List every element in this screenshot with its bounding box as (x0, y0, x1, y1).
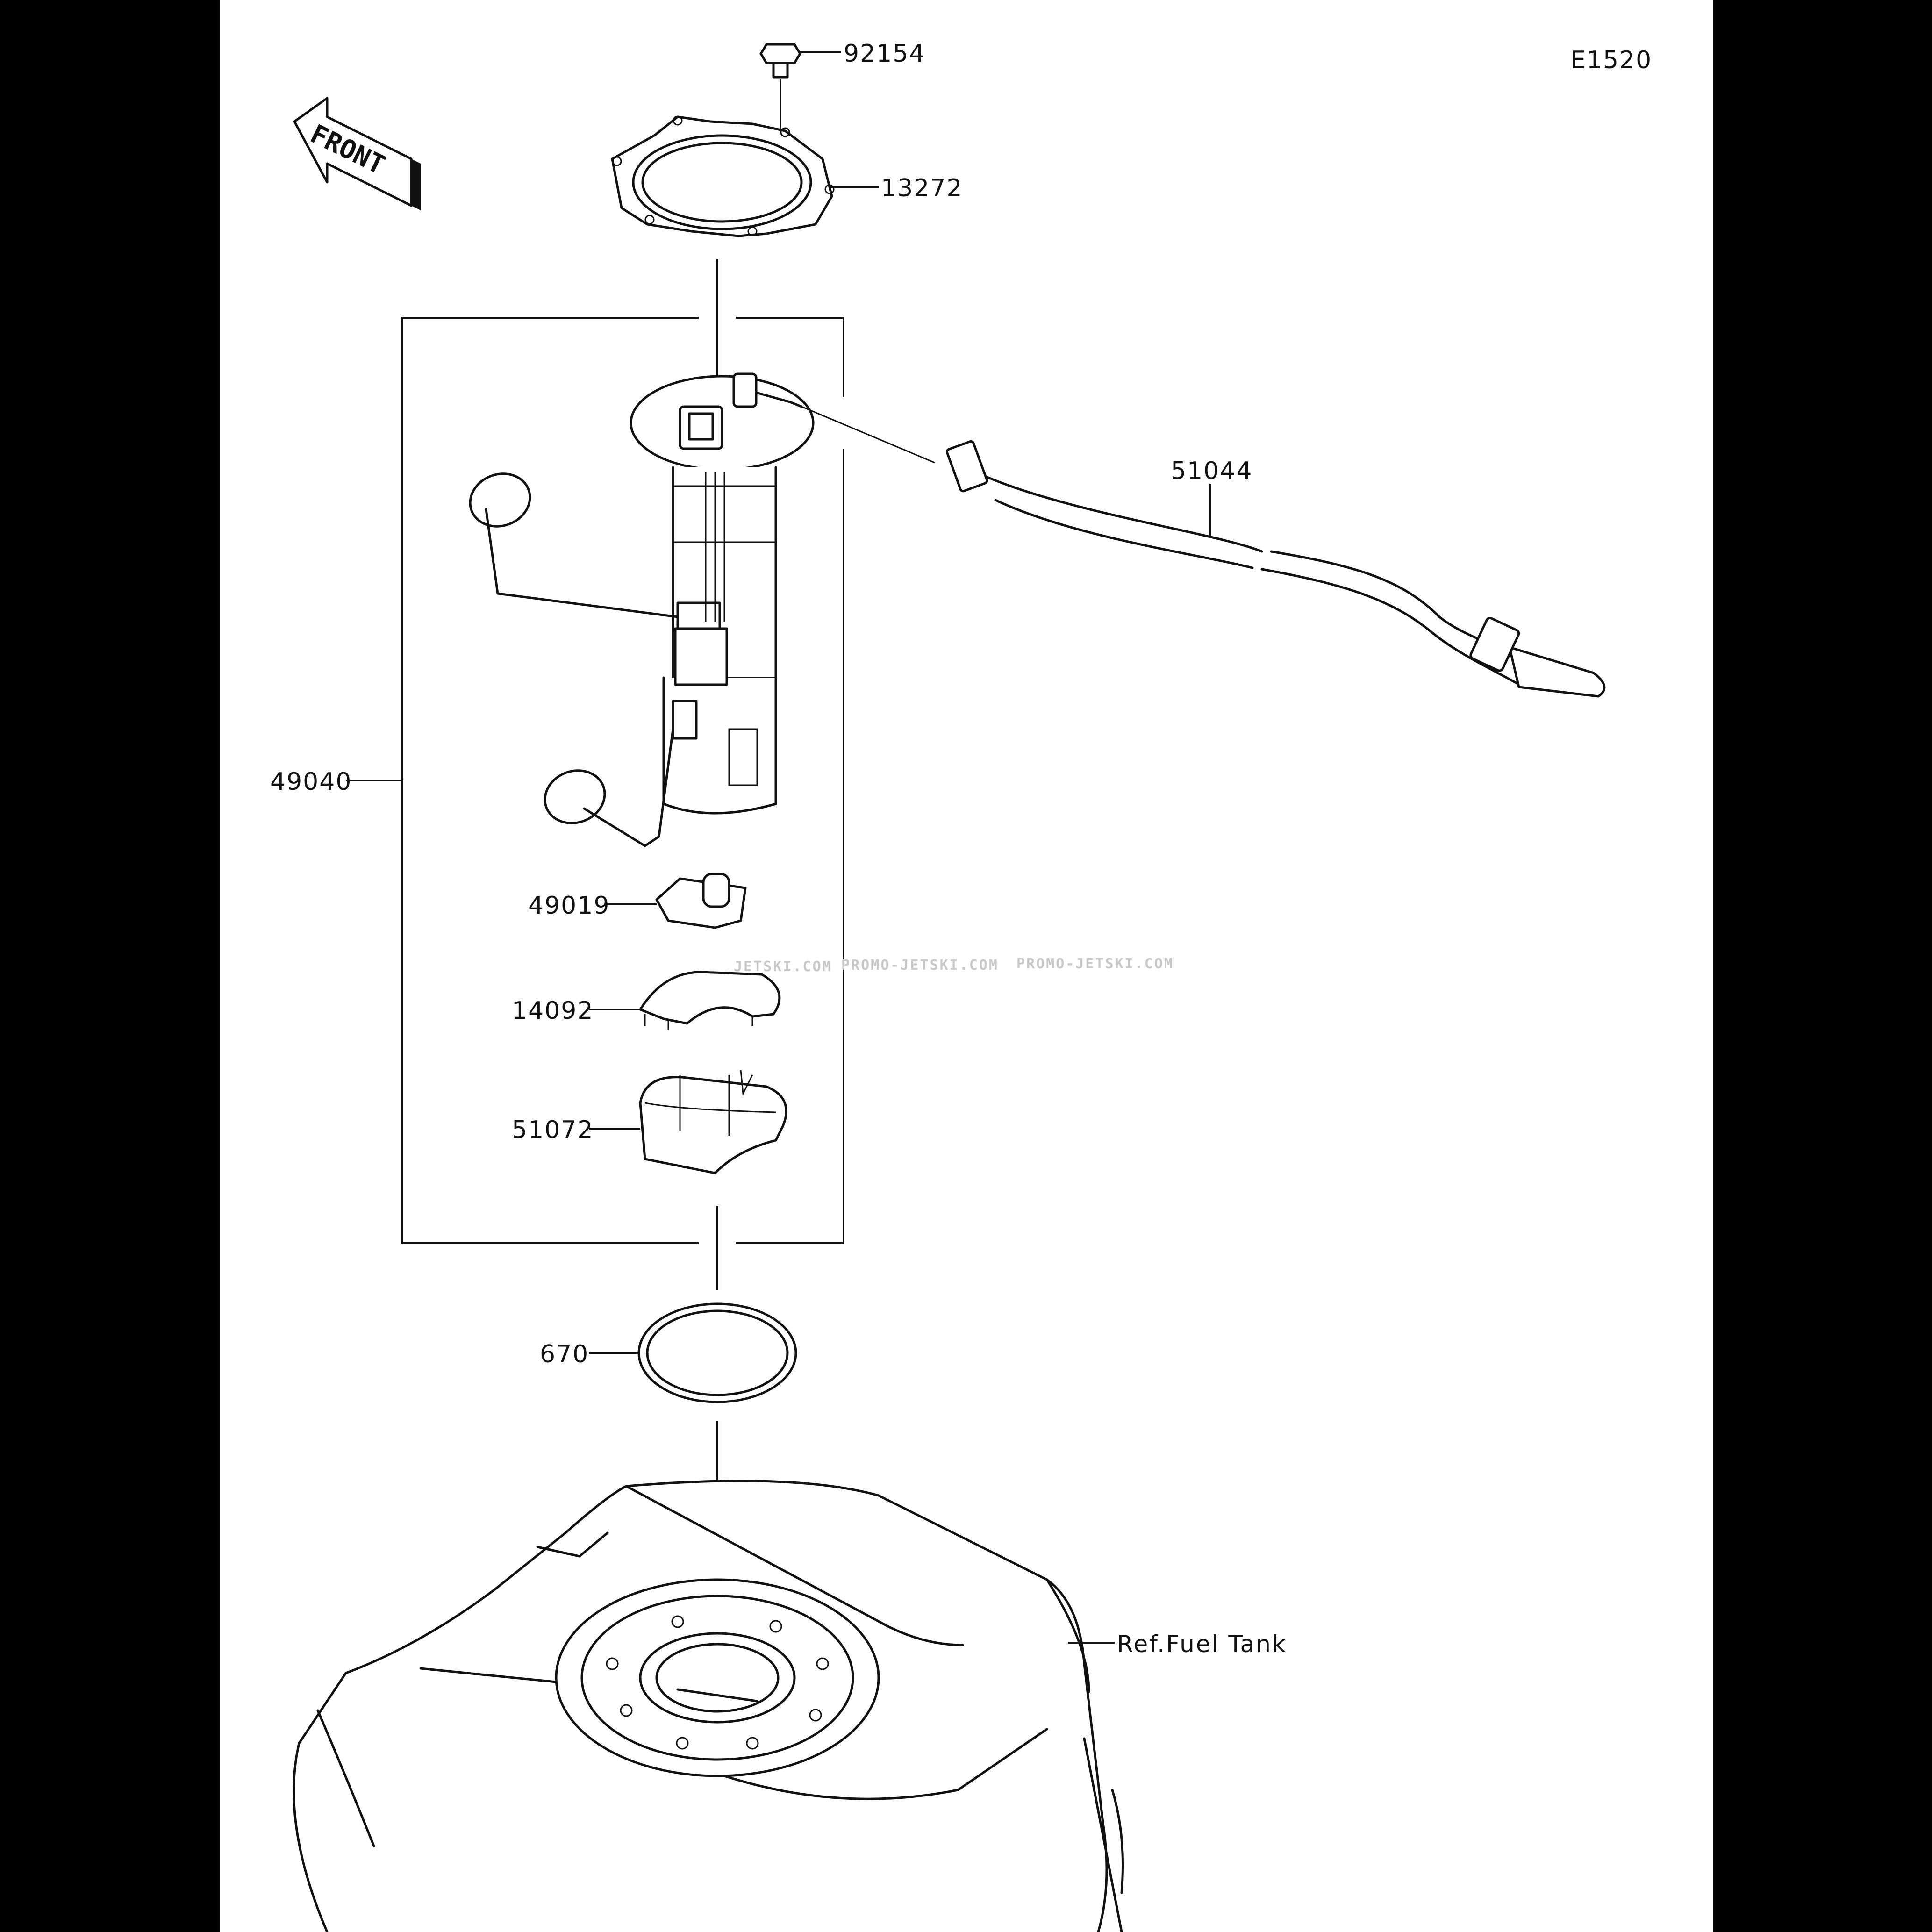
part-label-92154: 92154 (844, 40, 925, 68)
part-label-51072: 51072 (512, 1116, 594, 1144)
filter-49019-icon (655, 873, 747, 929)
cover-14092-icon (639, 971, 781, 1030)
watermark-1: JETSKI.COM (734, 959, 832, 975)
fuel-tank-icon (293, 1480, 1124, 1932)
part-label-49019: 49019 (528, 892, 610, 920)
part-label-13272: 13272 (881, 174, 963, 202)
part-label-670: 670 (540, 1340, 589, 1368)
watermark-2: PROMO-JETSKI.COM (841, 957, 999, 973)
o-ring-670-icon (637, 1302, 797, 1403)
part-label-51044: 51044 (1171, 457, 1252, 485)
part-label-14092: 14092 (512, 997, 594, 1025)
diagram-code: E1520 (1570, 46, 1652, 74)
front-arrow-icon: FRONT (293, 97, 421, 210)
watermark-3: PROMO-JETSKI.COM (1016, 956, 1174, 972)
bolt-icon (759, 43, 801, 131)
part-label-fuel-tank: Ref.Fuel Tank (1117, 1631, 1287, 1658)
part-label-49040: 49040 (270, 768, 352, 796)
fuel-hose-icon (945, 440, 1606, 698)
fuel-pump-assembly-icon (469, 372, 815, 847)
cup-51072-icon (639, 1070, 787, 1174)
gasket-13272-icon (611, 115, 835, 237)
